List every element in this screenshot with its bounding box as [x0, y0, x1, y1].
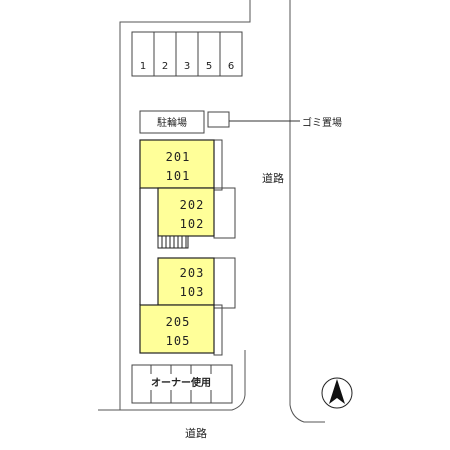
parking-space-number: 1 — [140, 61, 146, 72]
south-boundary — [98, 350, 246, 411]
unit-number-upper: 205 — [166, 315, 191, 329]
unit-number-upper: 203 — [180, 266, 205, 280]
garbage-area-label: ゴミ置場 — [302, 116, 342, 129]
road-label-east: 道路 — [262, 171, 284, 185]
garbage-area-box — [207, 111, 230, 128]
bike-parking-label: 駐輪場 — [157, 116, 187, 129]
balcony-outline — [213, 187, 236, 239]
unit-number-lower: 102 — [180, 217, 205, 231]
owner-parking-area: オーナー使用 — [131, 364, 233, 404]
unit-number-upper: 201 — [166, 150, 191, 164]
owner-parking-label: オーナー使用 — [151, 376, 211, 389]
unit-205-105 — [139, 304, 215, 354]
east-road-edge — [289, 0, 325, 423]
stairs — [157, 235, 189, 249]
lot-boundary — [119, 0, 251, 410]
unit-number-lower: 105 — [166, 334, 191, 348]
parking-block — [131, 31, 243, 77]
unit-202-102 — [157, 187, 215, 237]
balcony-outline — [213, 304, 223, 356]
parking-space-number: 3 — [184, 61, 190, 72]
north-arrow-icon — [321, 377, 353, 409]
balcony-outline — [213, 139, 223, 191]
unit-203-103 — [157, 257, 215, 306]
unit-number-upper: 202 — [180, 198, 205, 212]
parking-space-number: 2 — [162, 61, 168, 72]
bike-parking-box — [139, 110, 205, 134]
parking-area: 1 2 3 5 6 — [131, 31, 243, 77]
balcony-outline — [213, 257, 236, 309]
road-label-south: 道路 — [185, 426, 207, 440]
building: 201 101 202 102 203 103 205 105 — [139, 139, 215, 354]
unit-number-lower: 103 — [180, 285, 205, 299]
unit-number-lower: 101 — [166, 169, 191, 183]
parking-space-number: 5 — [206, 61, 212, 72]
unit-201-101 — [139, 139, 215, 189]
parking-space-number: 6 — [228, 61, 234, 72]
